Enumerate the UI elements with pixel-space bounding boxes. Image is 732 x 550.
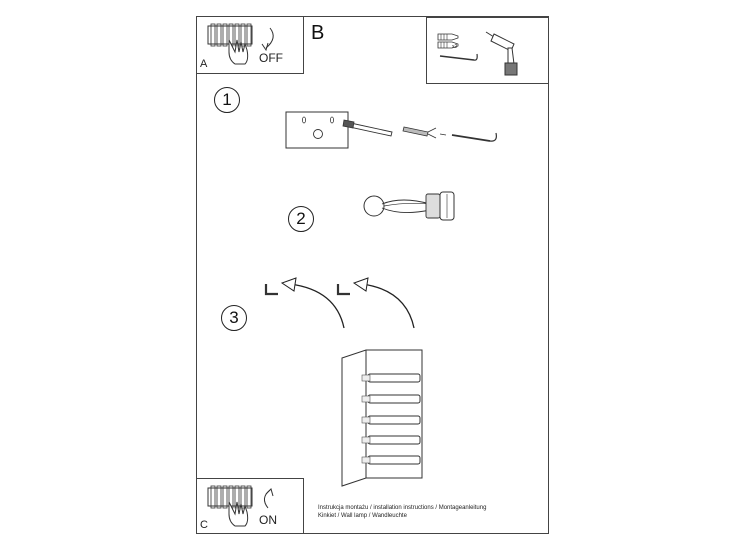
- caption-line-2: Kinkiet / Wall lamp / Wandleuchte: [318, 513, 407, 519]
- wall-lamp-illustration: [341, 349, 423, 487]
- panel-b-label: B: [311, 22, 325, 44]
- on-label: ON: [259, 513, 277, 527]
- arrow-down-icon: [261, 27, 274, 52]
- hang-lamp-arrows-illustration: [264, 277, 415, 329]
- hook-screw-icon: [439, 53, 478, 61]
- caption-line-1: Instrukcja montażu / installation instru…: [318, 505, 487, 511]
- panel-a-label: A: [200, 58, 208, 70]
- wiring-connection-illustration: [363, 191, 455, 221]
- mounting-plate-and-screw-illustration: [285, 111, 497, 149]
- wall-plug-icon: [437, 33, 459, 49]
- step-2-marker: 2: [288, 206, 314, 232]
- panel-c-label: C: [200, 519, 208, 531]
- fuse-box-icon: [207, 23, 253, 65]
- panel-b-tools: [426, 17, 549, 84]
- quantity-label: x2: [452, 44, 458, 50]
- fuse-box-icon-on: [207, 485, 253, 527]
- off-label: OFF: [259, 51, 283, 65]
- drill-icon: [485, 31, 518, 76]
- step-1-marker: 1: [214, 87, 240, 113]
- arrow-up-icon: [264, 488, 274, 509]
- step-3-marker: 3: [221, 305, 247, 331]
- instruction-sheet: [196, 16, 549, 534]
